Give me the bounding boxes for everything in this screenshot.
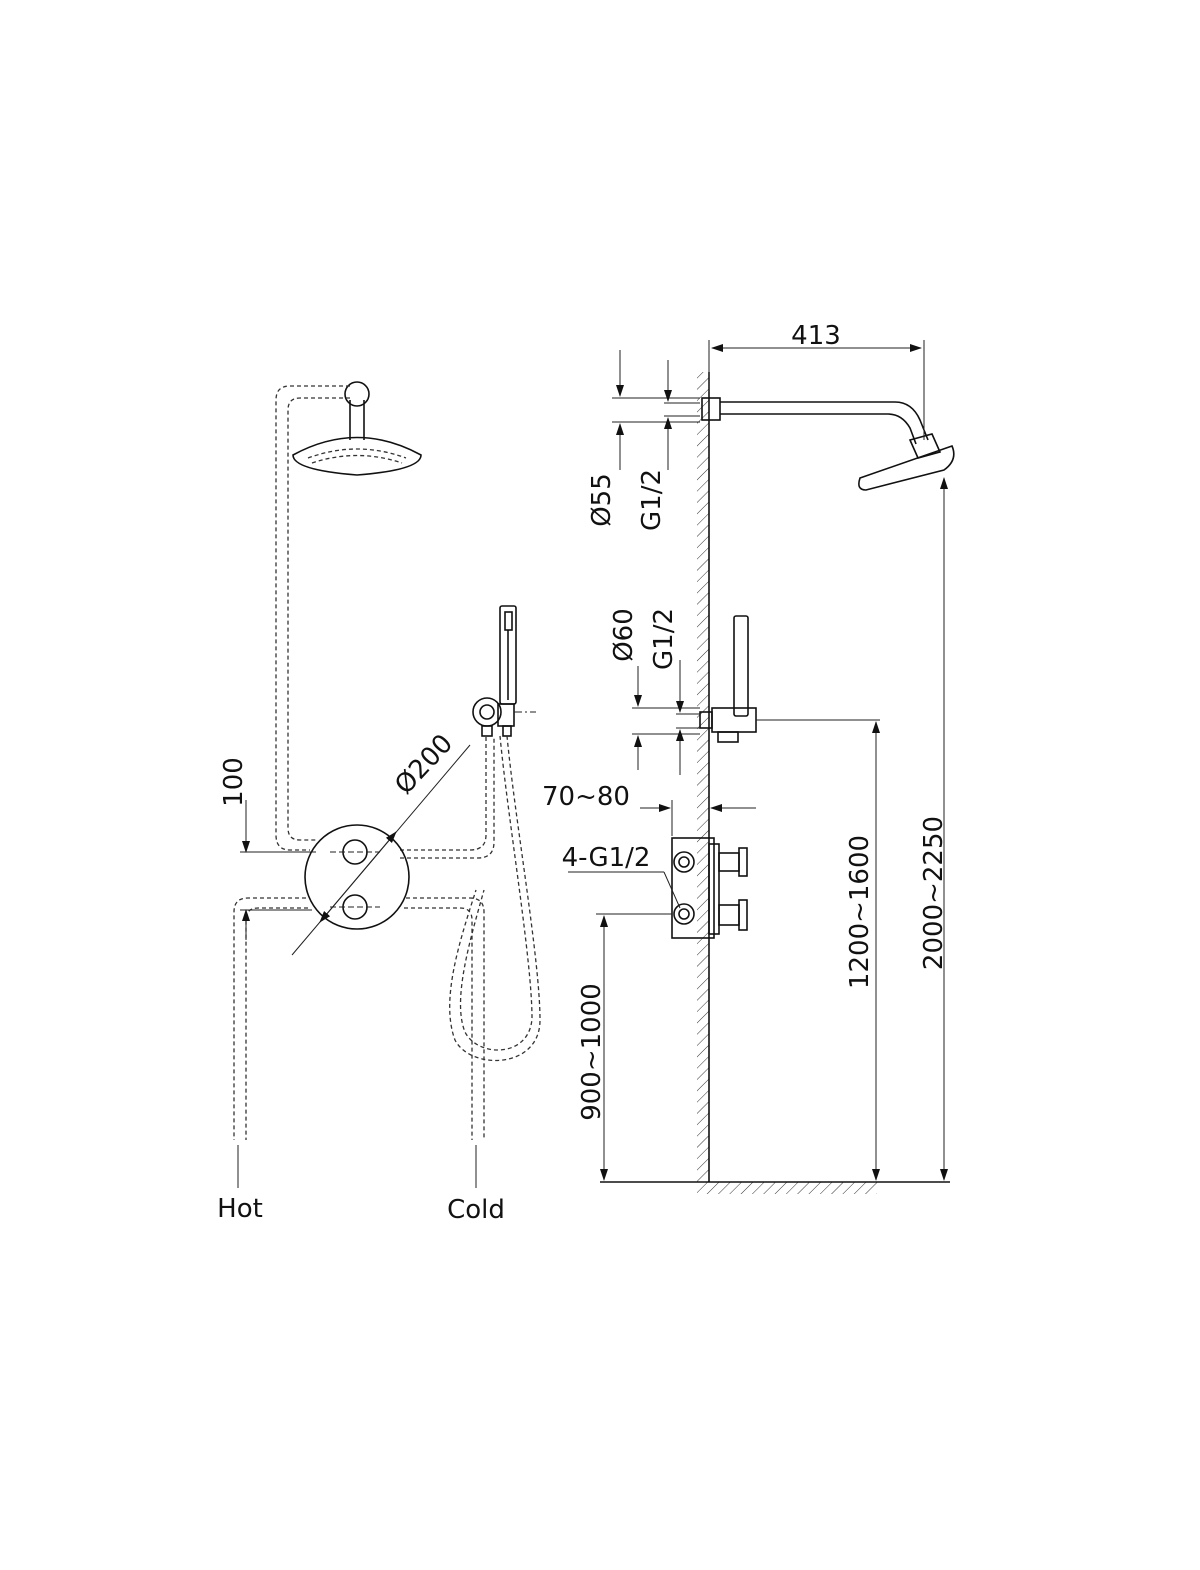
arm-length-label: 413 [791,321,841,351]
pipe-spacing-label: 100 [219,757,249,807]
recess-depth-label: 70~80 [542,782,630,812]
outlet-height-label: 1200~1600 [845,835,875,989]
valve-plate-front [304,824,410,930]
wall-flange-dia-label: Ø55 [587,473,617,527]
hand-shower-side [699,615,880,743]
valve-box-side [671,837,748,939]
outlet-flange-dia-label: Ø60 [609,608,639,662]
arm-thread-label: G1/2 [637,469,667,531]
head-height-label: 2000~2250 [919,816,949,970]
floor [697,1182,877,1194]
cold-label: Cold [447,1195,505,1225]
hot-label: Hot [217,1194,263,1224]
front-view [233,381,541,1188]
wall [697,372,709,1182]
shower-arm-side [701,397,955,491]
valve-plate-dia-label: Ø200 [389,729,459,801]
shower-head-front [292,381,422,476]
side-view [568,340,955,1194]
outlet-thread-label: G1/2 [649,608,679,670]
valve-height-label: 900~1000 [577,983,607,1121]
valve-ports-label: 4-G1/2 [562,843,651,873]
hand-shower-front [472,605,536,737]
